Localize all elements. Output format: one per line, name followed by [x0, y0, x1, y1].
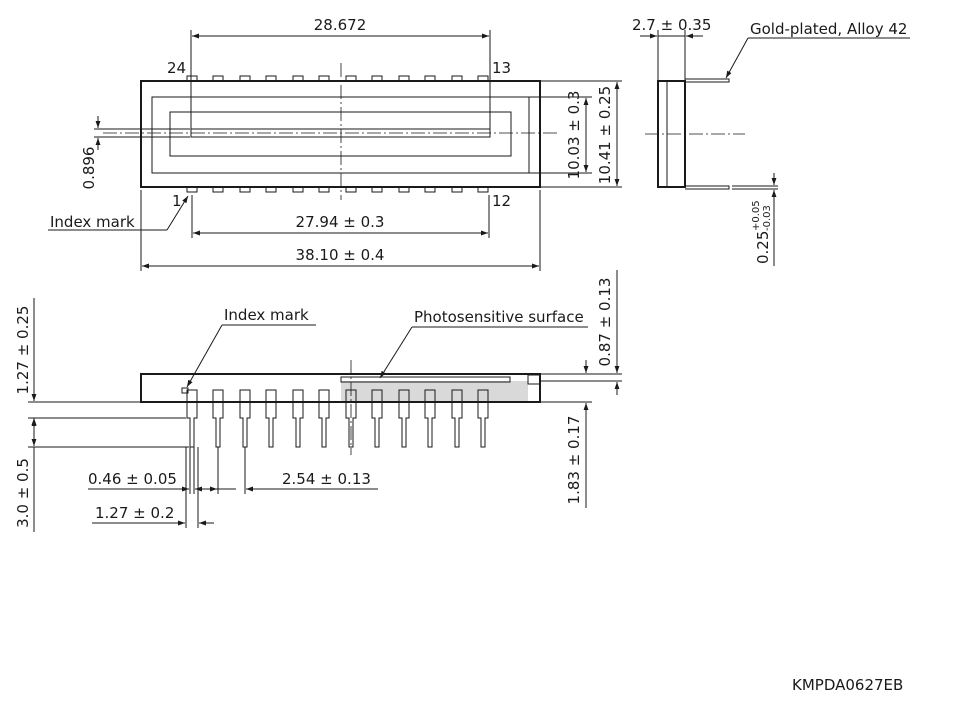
side-view: 2.7 ± 0.35 Gold-plated, Alloy 42 0.25 +0… [632, 16, 910, 266]
dim-height-1041: 10.41 ± 0.25 [596, 86, 614, 184]
pin-label-12: 12 [492, 192, 511, 210]
package-body [140, 80, 541, 188]
dim-254: 2.54 ± 0.13 [282, 470, 371, 488]
inner-window [169, 111, 512, 157]
top-view: 28.672 24 13 1 12 0.896 Index mark 27.94… [48, 16, 622, 271]
window-frame [151, 96, 530, 174]
pin-label-13: 13 [492, 59, 511, 77]
dim-0896: 0.896 [80, 147, 98, 190]
front-pin-row [186, 389, 489, 448]
index-mark-label-front: Index mark [224, 306, 309, 324]
index-mark-label-top: Index mark [50, 213, 135, 231]
dim-pitch-span: 27.94 ± 0.3 [296, 213, 385, 231]
dim-046: 0.46 ± 0.05 [88, 470, 177, 488]
dim-height-1003: 10.03 ± 0.3 [565, 91, 583, 180]
pin-label-1: 1 [172, 192, 182, 210]
front-body [140, 373, 541, 403]
dim-127: 1.27 ± 0.2 [95, 504, 174, 522]
pin-label-24: 24 [167, 59, 186, 77]
dim-thickness: 2.7 ± 0.35 [632, 16, 711, 34]
dim-087: 0.87 ± 0.13 [596, 278, 614, 367]
dim-30: 3.0 ± 0.5 [14, 458, 32, 528]
drawing-code: KMPDA0627EB [792, 676, 903, 694]
side-lead-top [685, 78, 730, 83]
dim-28672: 28.672 [314, 16, 367, 34]
dim-lead-tol-minus: -0.03 [762, 205, 773, 231]
photosensitive-label: Photosensitive surface [414, 308, 584, 326]
front-view: Index mark Photosensitive surface 0.87 ±… [14, 270, 622, 532]
lead-material-label: Gold-plated, Alloy 42 [750, 20, 907, 38]
dim-lead-tol-plus: +0.05 [751, 200, 762, 231]
dim-lead-thickness: 0.25 [754, 231, 772, 264]
dim-127v: 1.27 ± 0.25 [14, 306, 32, 395]
side-lead-bottom [685, 185, 730, 190]
dim-183: 1.83 ± 0.17 [565, 416, 583, 505]
dim-body-length: 38.10 ± 0.4 [296, 246, 385, 264]
